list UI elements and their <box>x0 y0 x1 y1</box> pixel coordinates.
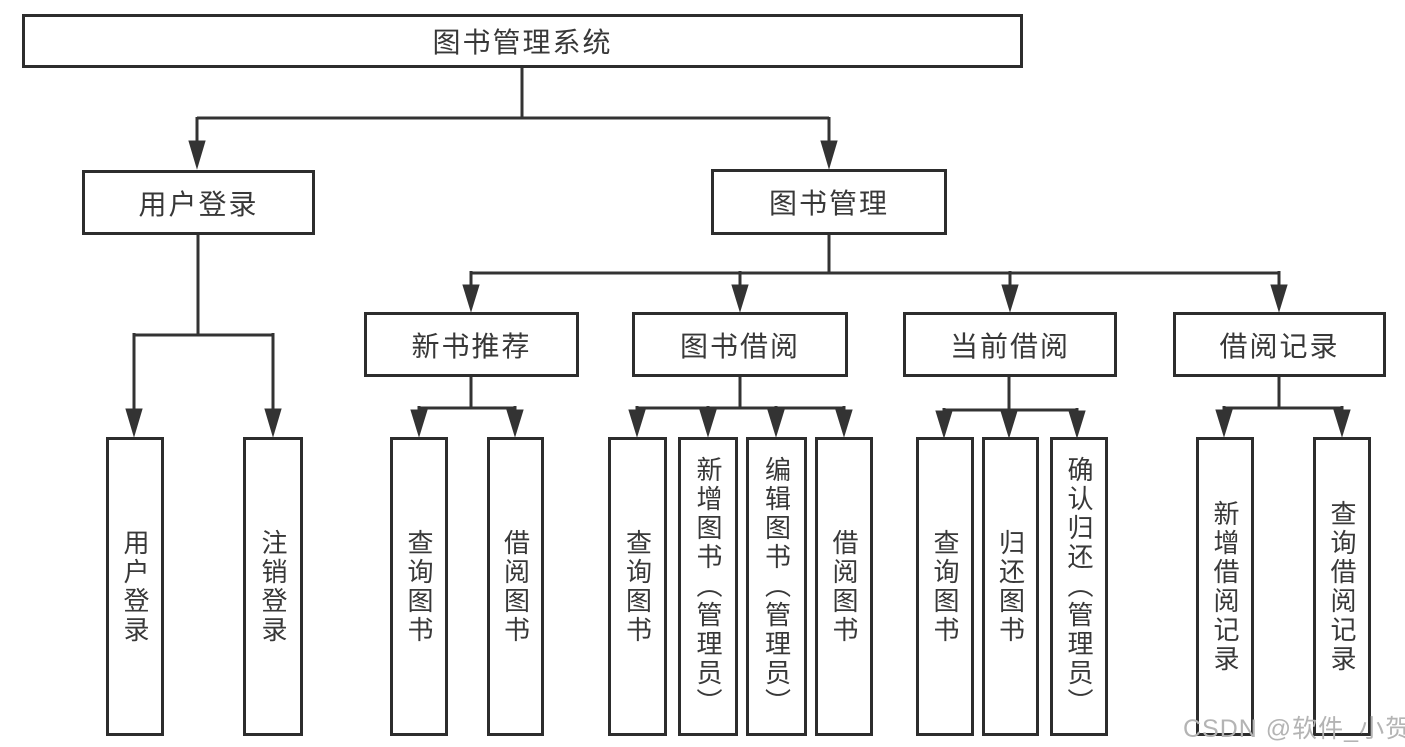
leaf-label: 查询图书 <box>404 528 434 645</box>
leaf-label: 查询借阅记录 <box>1327 499 1357 674</box>
leaf-confirm-return-admin: 确认归还（管理员） <box>1050 437 1108 736</box>
leaf-label: 查询图书 <box>622 528 653 645</box>
leaf-label: 借阅图书 <box>500 528 531 645</box>
node-current-borrowing: 当前借阅 <box>903 312 1117 377</box>
leaf-borrow-books-borrowing: 借阅图书 <box>815 437 873 736</box>
leaf-label: 查询图书 <box>930 528 960 645</box>
node-user-login: 用户登录 <box>82 170 315 235</box>
leaf-label: 借阅图书 <box>829 528 859 645</box>
leaf-query-books-borrowing: 查询图书 <box>608 437 667 736</box>
leaf-label: 用户登录 <box>120 528 150 645</box>
leaf-borrow-books-recommend: 借阅图书 <box>487 437 544 736</box>
leaf-edit-books-admin: 编辑图书（管理员） <box>746 437 807 736</box>
leaf-label: 新增图书（管理员） <box>693 456 723 717</box>
leaf-query-books-recommend: 查询图书 <box>390 437 448 736</box>
leaf-add-borrow-record: 新增借阅记录 <box>1196 437 1254 736</box>
node-book-management: 图书管理 <box>711 169 947 235</box>
leaf-label: 确认归还（管理员） <box>1064 456 1094 717</box>
leaf-label: 归还图书 <box>995 528 1026 645</box>
node-library-management-system: 图书管理系统 <box>22 14 1023 68</box>
leaf-return-books: 归还图书 <box>982 437 1039 736</box>
leaf-label: 注销登录 <box>258 528 288 645</box>
leaf-add-books-admin: 新增图书（管理员） <box>678 437 738 736</box>
node-book-borrowing: 图书借阅 <box>632 312 848 377</box>
leaf-query-books-current: 查询图书 <box>916 437 974 736</box>
csdn-watermark: CSDN @软件_小贺同学 <box>1183 715 1405 743</box>
leaf-label: 新增借阅记录 <box>1210 499 1240 674</box>
leaf-query-borrow-record: 查询借阅记录 <box>1313 437 1371 736</box>
node-new-book-recommendation: 新书推荐 <box>364 312 579 377</box>
leaf-label: 编辑图书（管理员） <box>761 456 792 717</box>
node-borrowing-records: 借阅记录 <box>1173 312 1386 377</box>
leaf-user-login: 用户登录 <box>106 437 164 736</box>
leaf-logout: 注销登录 <box>243 437 303 736</box>
